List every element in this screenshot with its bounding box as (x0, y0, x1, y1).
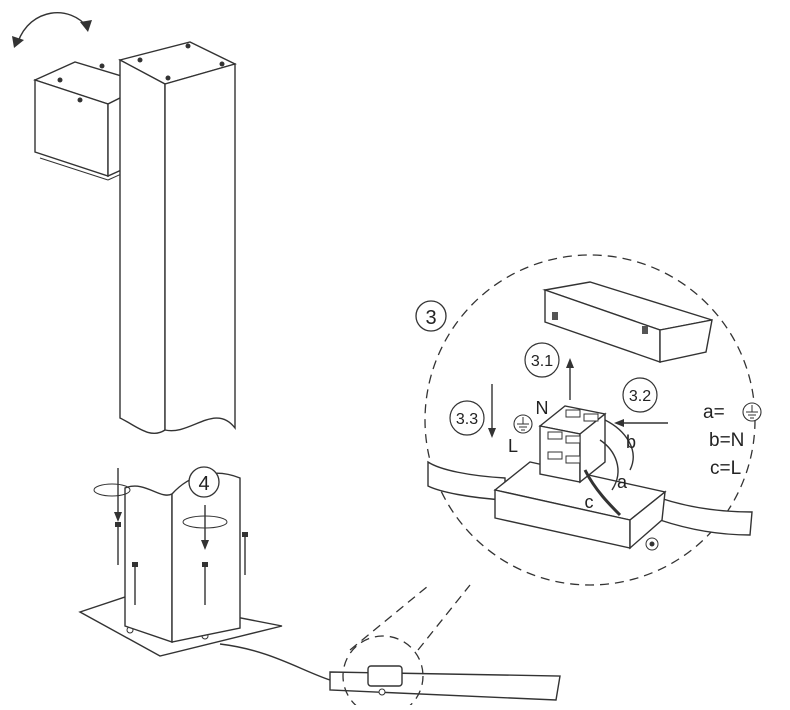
terminal-block (538, 405, 607, 484)
step-badge-4: 4 (188, 466, 220, 498)
wire-label-c: c (585, 492, 594, 512)
step-badge-3-1: 3.1 (524, 342, 560, 378)
earth-ground-icon (513, 414, 533, 434)
rotate-arrow-icon (182, 505, 228, 550)
arrow-down (488, 384, 496, 438)
lower-post (124, 472, 241, 643)
rotate-arrow-icon (12, 12, 92, 48)
legend-c-line: c=L (710, 458, 741, 479)
terminal-label-l: L (508, 436, 518, 456)
wires (583, 419, 634, 517)
small-junction-box (367, 665, 403, 696)
step-3-3-label: 3.3 (456, 411, 478, 428)
step-4-label: 4 (198, 473, 209, 495)
terminal-label-n: N (536, 398, 549, 418)
step-3-2-label: 3.2 (629, 388, 651, 405)
screw-2 (132, 562, 138, 605)
detail-highlight-circle (342, 584, 471, 710)
rotate-arrow-icon (93, 468, 131, 522)
junction-box (493, 461, 667, 551)
earth-terminal-n: N L (508, 398, 549, 456)
step-badge-3-3: 3.3 (449, 400, 485, 436)
junction-cover (542, 281, 713, 363)
legend-b-line: b=N (709, 430, 744, 451)
step-badge-3-2: 3.2 (622, 377, 658, 413)
arrow-up (566, 358, 574, 400)
lamp-post (118, 41, 237, 435)
main-cable (427, 460, 753, 536)
earth-ground-icon (742, 402, 762, 422)
arrow-left (614, 419, 668, 427)
wiring-legend: a= b=N c=L (703, 402, 762, 479)
wire-label-b: b (626, 432, 636, 452)
step-3-label: 3 (425, 307, 436, 329)
wire-label-a: a (617, 472, 628, 492)
screws (115, 522, 248, 605)
step-badge-3: 3 (415, 300, 447, 332)
screw-3 (202, 562, 208, 605)
screw-1 (115, 522, 121, 565)
legend-a-prefix: a= (703, 402, 725, 423)
screw-4 (242, 532, 248, 575)
step-3-1-label: 3.1 (531, 353, 553, 370)
